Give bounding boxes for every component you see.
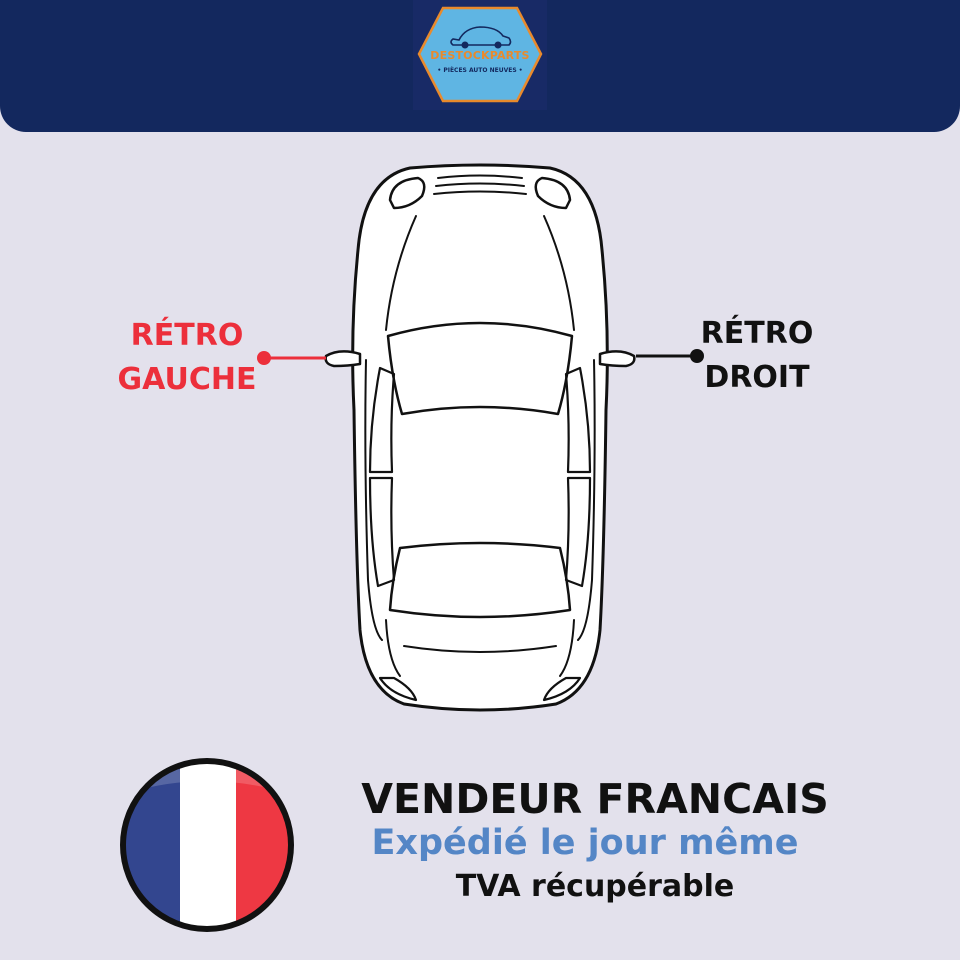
left-mirror-label: RÉTRO GAUCHE [112, 314, 262, 402]
logo-hexagon-icon [417, 6, 543, 103]
right-mirror-label-line1: RÉTRO [700, 316, 814, 351]
left-mirror-label-line2: GAUCHE [117, 362, 257, 397]
brand-logo: DESTOCKPARTS • PIÈCES AUTO NEUVES • [413, 0, 547, 110]
brand-name: DESTOCKPARTS [430, 49, 530, 62]
brand-tagline: • PIÈCES AUTO NEUVES • [437, 67, 523, 74]
right-mirror-label: RÉTRO DROIT [690, 312, 824, 400]
right-mirror-label-line2: DROIT [704, 360, 810, 395]
vat-note: TVA récupérable [455, 869, 735, 904]
shipping-note: Expédié le jour même [371, 823, 799, 863]
header-banner: DESTOCKPARTS • PIÈCES AUTO NEUVES • [0, 0, 960, 132]
car-top-view-icon [324, 163, 636, 712]
left-mirror-label-line1: RÉTRO [130, 318, 244, 353]
seller-title: VENDEUR FRANCAIS [361, 775, 829, 823]
french-flag-icon [120, 758, 294, 932]
